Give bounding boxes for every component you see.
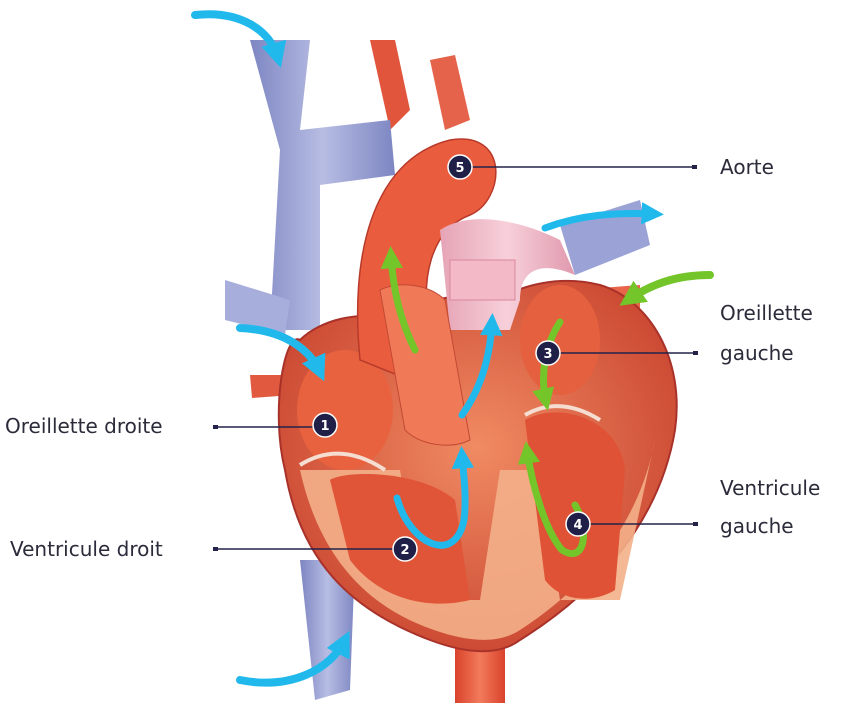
pulmonary-valve <box>450 260 515 300</box>
marker-5: 5 <box>448 155 472 179</box>
marker-3: 3 <box>536 341 560 365</box>
leader-end-oreillette-gauche <box>693 351 698 355</box>
leader-end-aorte <box>692 165 697 169</box>
marker-4: 4 <box>566 512 590 536</box>
leader-end-ventricule-droit <box>213 547 218 551</box>
label-ventricule-gauche-line2: gauche <box>720 514 794 538</box>
marker-1-number: 1 <box>320 419 329 434</box>
aortic-branch-right <box>430 55 470 130</box>
green-flow-arrow-icon <box>628 275 710 300</box>
marker-4-number: 4 <box>573 518 582 533</box>
label-ventricule-droit: Ventricule droit <box>10 537 163 561</box>
left-atrium <box>520 285 600 395</box>
marker-1: 1 <box>313 413 337 437</box>
leader-end-ventricule-gauche <box>693 522 698 526</box>
leader-end-oreillette-droite <box>213 425 218 429</box>
aortic-branch-left <box>370 40 410 130</box>
label-ventricule-gauche-line1: Ventricule <box>720 476 820 500</box>
label-oreillette-gauche-line2: gauche <box>720 341 794 365</box>
marker-2-number: 2 <box>400 543 409 558</box>
marker-5-number: 5 <box>455 161 464 176</box>
marker-3-number: 3 <box>543 347 552 362</box>
marker-2: 2 <box>393 537 417 561</box>
label-aorte: Aorte <box>720 155 774 179</box>
label-oreillette-gauche-line1: Oreillette <box>720 301 813 325</box>
label-oreillette-droite: Oreillette droite <box>5 414 163 438</box>
